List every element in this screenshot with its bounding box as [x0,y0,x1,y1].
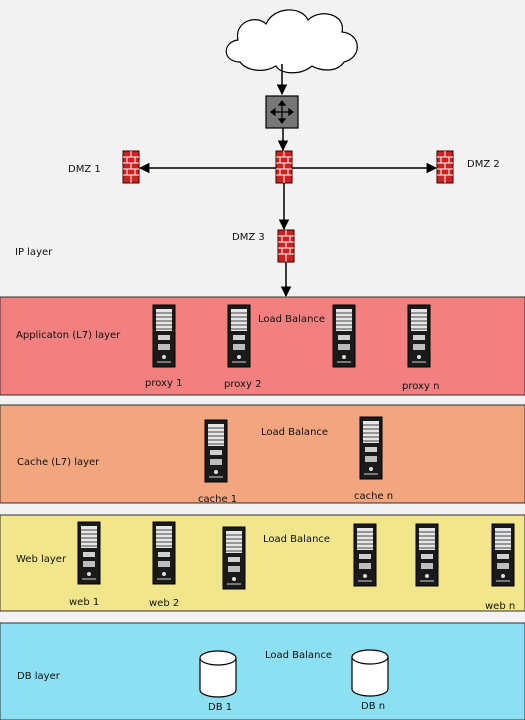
web-1-label: web 1 [69,597,99,608]
application-layer: Applicaton (L7) layer Load Balance proxy… [0,296,525,396]
cache-load-balance-label: Load Balance [261,427,328,438]
web-n-server-icon [491,523,515,587]
web-2-label: web 2 [149,598,179,609]
web-2-server-icon [152,521,176,585]
dmz3-firewall-icon [277,229,295,263]
db-load-balance-label: Load Balance [265,650,332,661]
proxy-1-label: proxy 1 [145,378,182,389]
dmz1-label: DMZ 1 [68,164,101,175]
proxy-2-server-icon [227,304,251,368]
dmz1-firewall-icon [122,150,140,184]
application-layer-label: Applicaton (L7) layer [16,330,121,341]
proxy-2-label: proxy 2 [224,379,261,390]
db-n-database-icon [351,649,389,697]
proxy-n-server-icon [407,304,431,368]
cache-1-label: cache 1 [198,494,237,505]
cache-layer-label: Cache (L7) layer [17,457,100,468]
db-layer-label: DB layer [17,671,61,682]
dmz3-label: DMZ 3 [232,232,265,243]
db-layer: DB layer Load Balance DB 1 DB n [0,622,525,720]
cloud-icon [225,9,358,74]
web-n-label: web n [485,601,515,612]
db-layer-band [0,622,525,720]
application-load-balance-label: Load Balance [258,314,325,325]
web-load-balance-label: Load Balance [263,534,330,545]
web-layer: Web layer Load Balance web 1 web 2 web n [0,514,525,612]
cache-layer-band [0,404,525,504]
cache-layer: Cache (L7) layer Load Balance cache 1 ca… [0,404,525,505]
router-icon [265,95,299,129]
proxy-1-server-icon [152,304,176,368]
web-1-server-icon [77,521,101,585]
cache-1-server-icon [204,419,228,483]
proxy-n-label: proxy n [402,381,439,392]
main-firewall-icon [275,150,293,184]
web-layer-label: Web layer [16,554,67,565]
cache-n-server-icon [359,416,383,480]
web-5-server-icon [415,523,439,587]
web-3-server-icon [222,526,246,590]
application-layer-band [0,296,525,396]
ip-layer-label: IP layer [15,247,53,258]
cache-n-label: cache n [354,491,393,502]
db-1-label: DB 1 [208,702,232,713]
dmz2-label: DMZ 2 [467,159,500,170]
proxy-3-server-icon [332,304,356,368]
db-1-database-icon [199,650,237,698]
db-n-label: DB n [361,701,385,712]
web-4-server-icon [353,523,377,587]
dmz2-firewall-icon [436,150,454,184]
